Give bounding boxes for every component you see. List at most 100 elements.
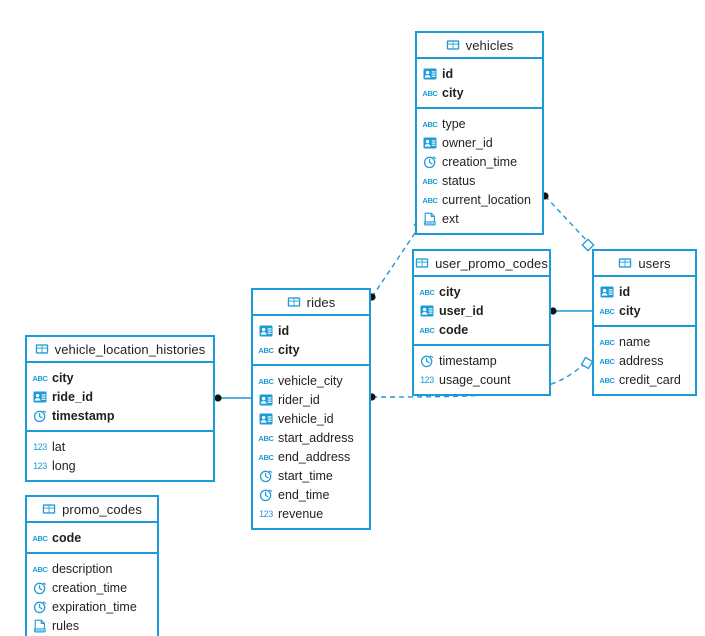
clock-icon bbox=[423, 155, 437, 169]
field-name: id bbox=[442, 66, 454, 81]
table-icon bbox=[287, 295, 301, 309]
field-name: timestamp bbox=[439, 353, 497, 368]
field-row[interactable]: expiration_time bbox=[27, 597, 157, 616]
table-header[interactable]: vehicle_location_histories bbox=[27, 337, 213, 363]
field-name: city bbox=[52, 370, 74, 385]
clock-icon bbox=[420, 354, 434, 368]
field-name: lat bbox=[52, 439, 66, 454]
field-row[interactable]: rider_id bbox=[253, 390, 369, 409]
abc-icon: ABC bbox=[422, 176, 438, 186]
json-icon: JSON bbox=[423, 212, 437, 226]
field-row[interactable]: id bbox=[594, 282, 695, 301]
field-row[interactable]: owner_id bbox=[417, 133, 542, 152]
field-row[interactable]: JSON rules bbox=[27, 616, 157, 635]
field-name: code bbox=[439, 322, 469, 337]
123-icon: 123 bbox=[33, 461, 47, 471]
field-name: id bbox=[619, 284, 631, 299]
table-icon bbox=[415, 256, 429, 270]
field-name: revenue bbox=[278, 506, 324, 521]
clock-icon bbox=[33, 600, 47, 614]
table-title: promo_codes bbox=[62, 501, 142, 517]
abc-icon: ABC bbox=[419, 325, 435, 335]
field-name: name bbox=[619, 334, 651, 349]
table-header[interactable]: user_promo_codes bbox=[414, 251, 549, 277]
field-row[interactable]: timestamp bbox=[414, 351, 549, 370]
field-row[interactable]: ABC status bbox=[417, 171, 542, 190]
abc-icon: ABC bbox=[422, 119, 438, 129]
table-title: users bbox=[638, 255, 671, 271]
abc-icon: ABC bbox=[419, 287, 435, 297]
table-title: vehicles bbox=[465, 37, 514, 53]
field-row[interactable]: vehicle_id bbox=[253, 409, 369, 428]
table-header[interactable]: users bbox=[594, 251, 695, 277]
field-row[interactable]: timestamp bbox=[27, 406, 213, 425]
field-row[interactable]: end_time bbox=[253, 485, 369, 504]
abc-icon: ABC bbox=[32, 564, 48, 574]
field-row[interactable]: ABC code bbox=[414, 320, 549, 339]
abc-icon: ABC bbox=[32, 533, 48, 543]
json-icon: JSON bbox=[33, 619, 47, 633]
field-row[interactable]: user_id bbox=[414, 301, 549, 320]
key-person-icon bbox=[259, 324, 273, 338]
field-row[interactable]: id bbox=[417, 64, 542, 83]
field-name: type bbox=[442, 116, 466, 131]
abc-icon: ABC bbox=[599, 375, 615, 385]
relationship-line bbox=[544, 195, 590, 244]
field-row[interactable]: start_time bbox=[253, 466, 369, 485]
field-row[interactable]: ABC type bbox=[417, 114, 542, 133]
abc-icon: ABC bbox=[599, 356, 615, 366]
key-person-icon bbox=[423, 67, 437, 81]
field-name: city bbox=[619, 303, 641, 318]
table-title: user_promo_codes bbox=[435, 255, 548, 271]
field-name: rules bbox=[52, 618, 80, 633]
field-name: ride_id bbox=[52, 389, 93, 404]
relationship-vehicles-to-users bbox=[541, 192, 595, 252]
table-header[interactable]: rides bbox=[253, 290, 369, 316]
table-header[interactable]: promo_codes bbox=[27, 497, 157, 523]
field-name: city bbox=[278, 342, 300, 357]
field-name: usage_count bbox=[439, 372, 511, 387]
table-header[interactable]: vehicles bbox=[417, 33, 542, 59]
field-row[interactable]: creation_time bbox=[27, 578, 157, 597]
abc-icon: ABC bbox=[258, 452, 274, 462]
field-row[interactable]: id bbox=[253, 321, 369, 340]
abc-icon: ABC bbox=[422, 195, 438, 205]
relationship-vlh-to-rides bbox=[214, 394, 251, 402]
field-row[interactable]: ride_id bbox=[27, 387, 213, 406]
field-row[interactable]: creation_time bbox=[417, 152, 542, 171]
field-name: status bbox=[442, 173, 476, 188]
one-end-marker bbox=[580, 356, 594, 370]
